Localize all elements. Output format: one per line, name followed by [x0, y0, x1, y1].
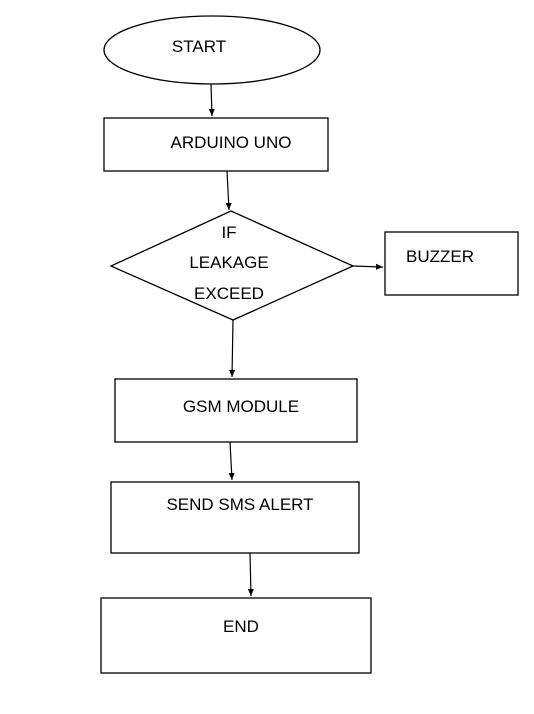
- arduino-node: ARDUINO UNO: [103, 117, 329, 172]
- arrow-gsm-to-sms: [228, 441, 235, 481]
- start-ellipse: [103, 15, 321, 85]
- decision-line-3: EXCEED: [194, 284, 264, 303]
- arrow-start-to-arduino: [208, 83, 215, 117]
- arrow-decision-to-buzzer: [352, 263, 384, 270]
- start-node: START: [103, 15, 321, 85]
- decision-node: IF LEAKAGE EXCEED: [109, 210, 355, 321]
- arrow-decision-to-gsm: [229, 319, 236, 378]
- gsm-box: [114, 378, 358, 443]
- decision-line-2: LEAKAGE: [189, 253, 268, 272]
- arrow-arduino-to-decision: [225, 170, 232, 211]
- arduino-label: ARDUINO UNO: [171, 133, 292, 152]
- decision-line-1: IF: [221, 223, 236, 242]
- sms-label: SEND SMS ALERT: [166, 495, 313, 514]
- gsm-node: GSM MODULE: [114, 378, 358, 443]
- end-box: [100, 597, 372, 674]
- end-node: END: [100, 597, 372, 674]
- start-label: START: [172, 37, 226, 56]
- buzzer-node: BUZZER: [384, 231, 519, 296]
- sms-node: SEND SMS ALERT: [110, 481, 360, 554]
- arduino-box: [103, 117, 329, 172]
- sms-box: [110, 481, 360, 554]
- arrow-sms-to-end: [247, 552, 254, 597]
- end-label: END: [223, 617, 259, 636]
- gsm-label: GSM MODULE: [183, 397, 299, 416]
- buzzer-box: [384, 231, 519, 296]
- buzzer-label: BUZZER: [406, 247, 474, 266]
